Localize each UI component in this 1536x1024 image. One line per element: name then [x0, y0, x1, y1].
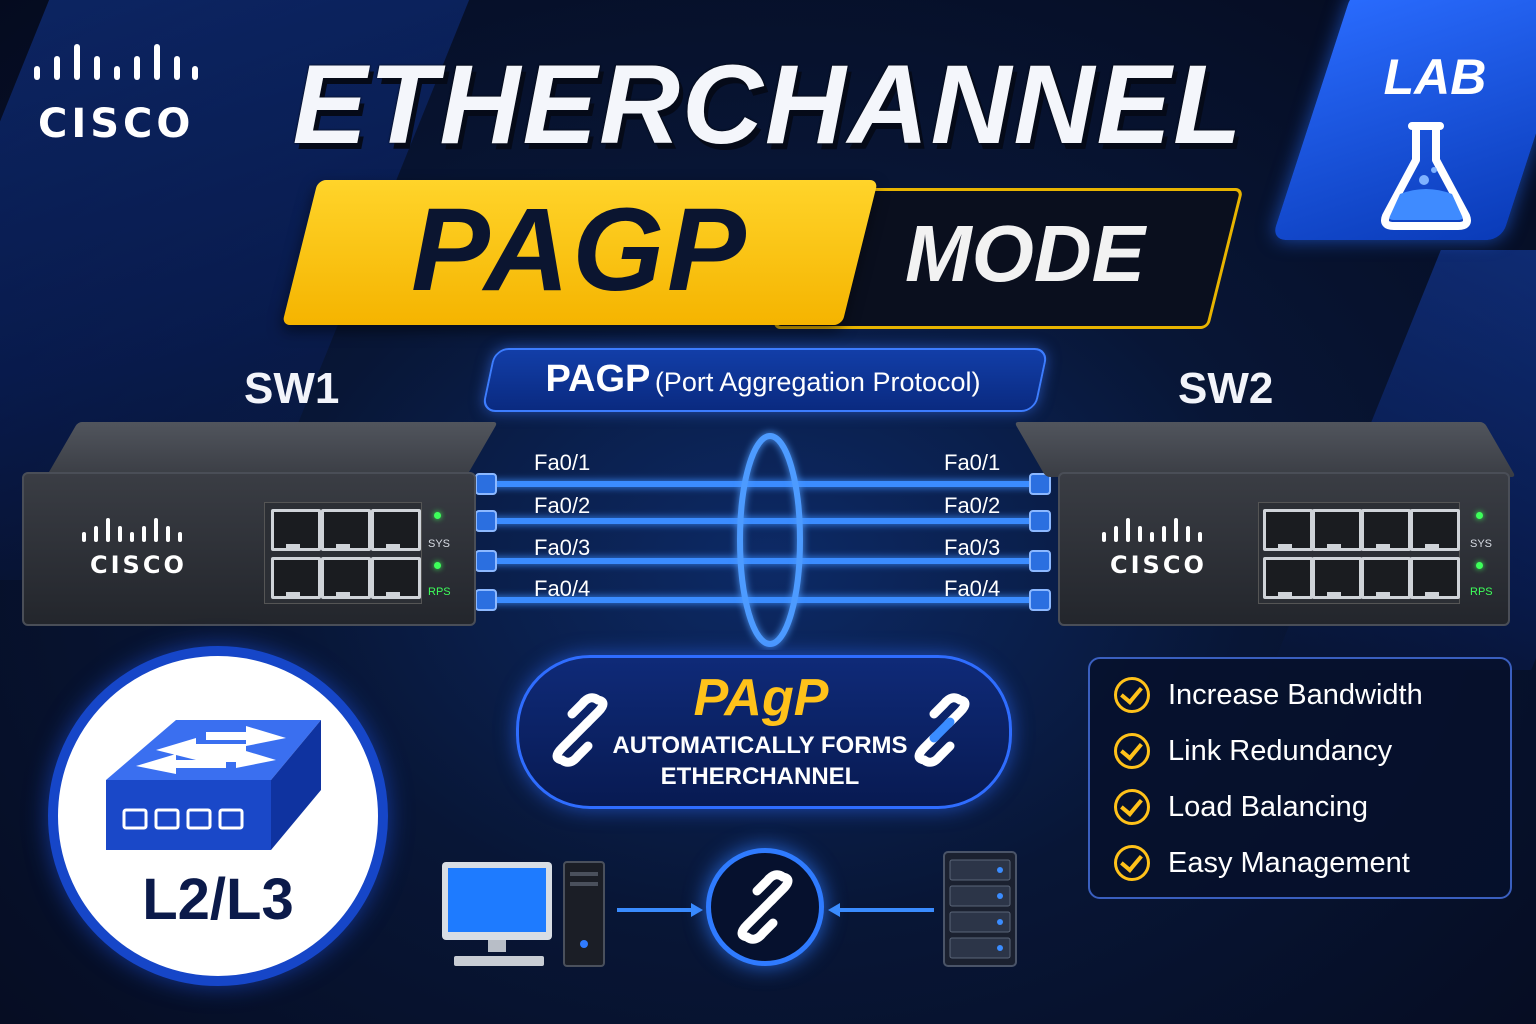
port-label-sw2-1: Fa0/1 — [944, 450, 1001, 475]
ethernet-port — [1312, 509, 1362, 551]
benefit-item: Increase Bandwidth — [1114, 675, 1423, 715]
benefit-text: Easy Management — [1168, 846, 1410, 879]
status-led — [434, 562, 441, 569]
cisco-bars-icon — [34, 44, 198, 80]
status-led — [1476, 562, 1483, 569]
benefit-text: Increase Bandwidth — [1168, 678, 1423, 711]
chain-link-icon — [914, 693, 970, 767]
status-led — [1476, 512, 1483, 519]
led-label-rps: RPS — [1470, 586, 1493, 598]
port-label-sw2-2: Fa0/2 — [944, 493, 1001, 518]
switch-sw1-top — [46, 422, 498, 477]
ethernet-port — [1263, 509, 1313, 551]
multilayer-switch-icon — [106, 720, 321, 850]
ethernet-port — [371, 509, 421, 551]
protocol-full: (Port Aggregation Protocol) — [654, 367, 981, 397]
arrow-right-icon — [617, 903, 703, 917]
port-label-sw1-3: Fa0/3 — [534, 535, 591, 560]
switch-sw2-top — [1014, 422, 1516, 477]
benefit-item: Easy Management — [1114, 843, 1410, 883]
flask-icon — [1381, 122, 1471, 230]
check-circle-icon — [1114, 677, 1150, 713]
pagp-auto-line1: AUTOMATICALLY FORMS — [612, 732, 908, 759]
connector-sw1-2 — [475, 510, 497, 532]
switch-sw1-front: CISCO SYS RPS — [22, 472, 476, 626]
ethernet-port — [271, 557, 321, 599]
protocol-pill-text: PAGP (Port Aggregation Protocol) — [488, 358, 1038, 401]
benefit-item: Load Balancing — [1114, 787, 1368, 827]
cisco-bars-icon — [82, 518, 182, 542]
switch-label-sw2: SW2 — [1178, 364, 1274, 413]
port-label-sw1-1: Fa0/1 — [534, 450, 591, 475]
switch-sw2: CISCO SYS RPS — [1014, 422, 1520, 632]
pagp-auto-line2: ETHERCHANNEL — [660, 763, 860, 790]
connector-sw1-4 — [475, 589, 497, 611]
etherchannel-links — [475, 433, 1051, 647]
switch-sw2-logo: CISCO — [1100, 516, 1210, 579]
benefit-text: Load Balancing — [1168, 790, 1368, 823]
arrow-left-icon — [828, 903, 934, 917]
mode-text: MODE — [905, 209, 1145, 298]
led-label-sys: SYS — [1470, 538, 1493, 550]
port-label-sw2-3: Fa0/3 — [944, 535, 1001, 560]
switch-sw1-brand: CISCO — [90, 551, 187, 579]
pagp-auto-subtitle: AUTOMATICALLY FORMS ETHERCHANNEL — [590, 730, 930, 792]
server-icon — [943, 851, 1017, 967]
connector-sw2-1 — [1029, 473, 1051, 495]
ethernet-port — [321, 509, 371, 551]
connector-sw2-4 — [1029, 589, 1051, 611]
protocol-short: PAGP — [545, 358, 651, 400]
status-led — [434, 512, 441, 519]
switch-sw2-brand: CISCO — [1110, 551, 1207, 579]
switch-sw2-front: CISCO SYS RPS — [1058, 472, 1510, 626]
connector-sw2-2 — [1029, 510, 1051, 532]
ethernet-port — [1410, 557, 1460, 599]
page-title: ETHERCHANNEL — [292, 42, 1244, 167]
switch-label-sw1: SW1 — [244, 364, 340, 413]
switch-sw1: CISCO SYS RPS — [22, 422, 512, 632]
benefit-item: Link Redundancy — [1114, 731, 1392, 771]
check-circle-icon — [1114, 789, 1150, 825]
ethernet-port — [1263, 557, 1313, 599]
switch-sw2-port-panel — [1258, 502, 1460, 604]
connector-sw2-3 — [1029, 550, 1051, 572]
cisco-bars-icon — [1102, 518, 1202, 542]
port-label-sw1-2: Fa0/2 — [534, 493, 591, 518]
cisco-logo-text: CISCO — [38, 101, 195, 147]
ethernet-port — [1361, 557, 1411, 599]
ethernet-port — [321, 557, 371, 599]
ethernet-port — [1361, 509, 1411, 551]
benefits-panel: Increase Bandwidth Link Redundancy Load … — [1088, 657, 1512, 899]
cisco-logo: CISCO — [30, 40, 200, 150]
computer-icon — [442, 861, 605, 967]
connector-sw1-1 — [475, 473, 497, 495]
ethernet-port — [371, 557, 421, 599]
pagp-auto-pill — [516, 655, 1012, 809]
check-circle-icon — [1114, 845, 1150, 881]
led-label-sys: SYS — [428, 538, 451, 550]
led-label-rps: RPS — [428, 586, 451, 598]
switch-sw1-logo: CISCO — [80, 516, 190, 579]
port-label-sw1-4: Fa0/4 — [534, 576, 591, 601]
layer-badge — [48, 646, 388, 986]
ethernet-port — [1410, 509, 1460, 551]
layer-label: L2/L3 — [142, 867, 294, 932]
switch-sw1-port-panel — [264, 502, 422, 604]
ethernet-port — [271, 509, 321, 551]
connector-sw1-3 — [475, 550, 497, 572]
benefit-text: Link Redundancy — [1168, 734, 1393, 767]
pagp-auto-title: PAgP — [693, 669, 829, 727]
check-circle-icon — [1114, 733, 1150, 769]
pagp-highlight-text: PAGP — [411, 184, 749, 316]
bundle-ring — [737, 433, 803, 647]
lab-badge-text: LAB — [1383, 49, 1487, 105]
ethernet-port — [1312, 557, 1362, 599]
port-label-sw2-4: Fa0/4 — [944, 576, 1001, 601]
chain-link-icon — [737, 870, 793, 944]
chain-link-icon — [552, 693, 608, 767]
